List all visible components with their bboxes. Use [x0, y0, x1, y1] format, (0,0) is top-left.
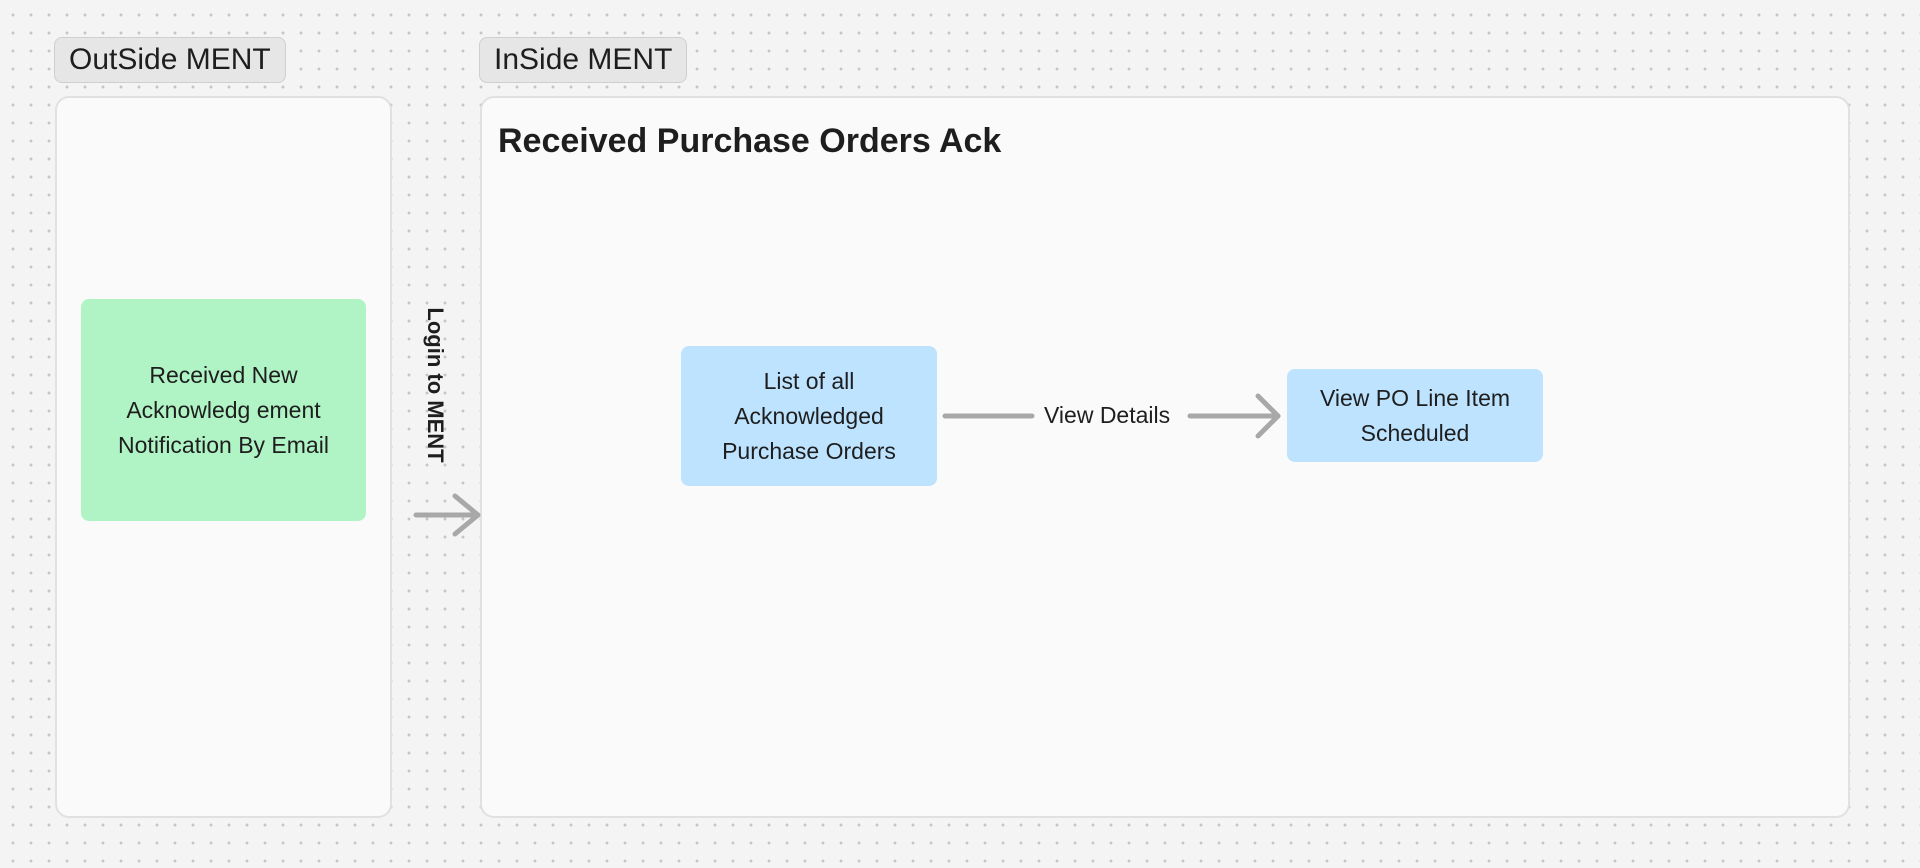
login-to-ment-label: Login to MENT [423, 307, 448, 463]
acknowledged-po-list-text: List of all Acknowledged Purchase Orders [722, 367, 896, 464]
inside-section-title: Received Purchase Orders Ack [498, 122, 1002, 160]
email-notification-text: Received New Acknowledg ement Notificati… [118, 361, 329, 458]
inside-ment-label: InSide MENT [479, 37, 688, 83]
po-line-item-text: View PO Line Item Scheduled [1319, 384, 1511, 446]
acknowledged-po-list-node[interactable]: List of all Acknowledged Purchase Orders [681, 346, 937, 486]
view-details-arrow [942, 393, 1281, 439]
view-details-label: View Details [1044, 402, 1171, 428]
login-arrow [413, 493, 481, 537]
po-line-item-node[interactable]: View PO Line Item Scheduled [1287, 369, 1543, 462]
email-notification-node[interactable]: Received New Acknowledg ement Notificati… [81, 299, 366, 521]
outside-ment-label: OutSide MENT [54, 37, 286, 83]
